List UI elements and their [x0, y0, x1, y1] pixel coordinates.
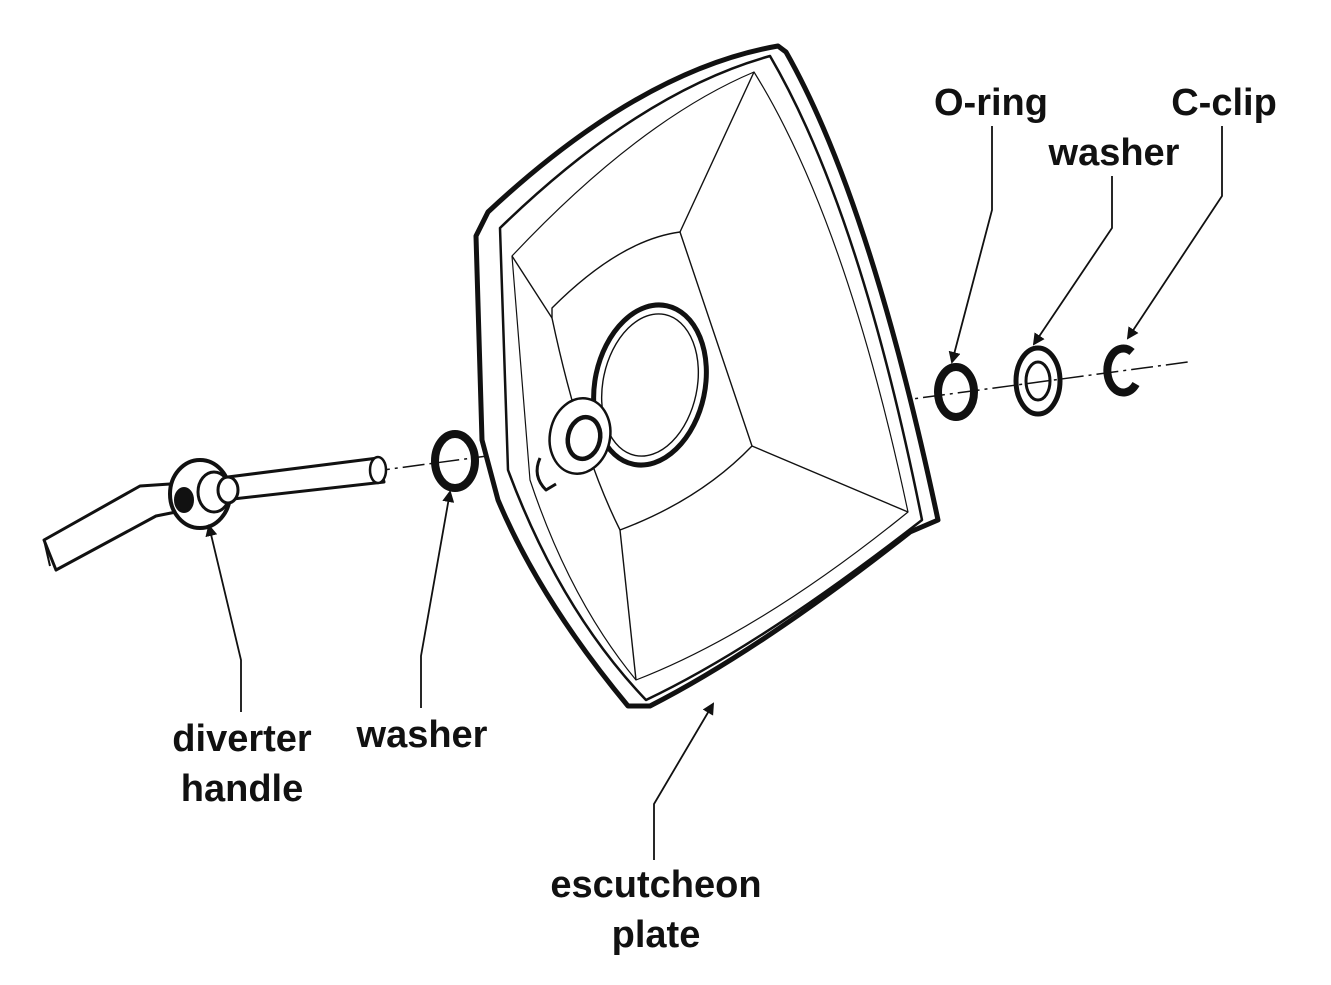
c-clip-part — [1103, 344, 1140, 397]
label-diverter-handle: diverter handle — [152, 714, 332, 814]
washer-left-part — [431, 430, 479, 492]
label-escutcheon-plate-line2: plate — [611, 914, 701, 956]
leader-lines — [205, 126, 1223, 860]
label-washer-right: washer — [1048, 132, 1180, 174]
diverter-handle-part — [42, 455, 388, 572]
leader-diverter-handle — [205, 524, 242, 712]
o-ring-part — [934, 363, 978, 421]
leader-washer-right — [1032, 176, 1113, 346]
label-o-ring: O-ring — [934, 82, 1048, 124]
label-c-clip: C-clip — [1171, 82, 1277, 124]
label-washer-left: washer — [356, 714, 488, 756]
leader-escutcheon-plate — [653, 702, 715, 860]
washer-right-part — [1013, 345, 1063, 417]
leader-c-clip — [1126, 126, 1223, 340]
label-diverter-handle-line1: diverter — [172, 718, 312, 760]
label-escutcheon-plate: escutcheon plate — [524, 860, 788, 960]
escutcheon-plate-part — [473, 43, 941, 709]
leader-washer-left — [420, 490, 455, 708]
leader-o-ring — [948, 126, 993, 364]
label-diverter-handle-line2: handle — [180, 768, 304, 810]
label-escutcheon-plate-line1: escutcheon — [550, 864, 762, 906]
